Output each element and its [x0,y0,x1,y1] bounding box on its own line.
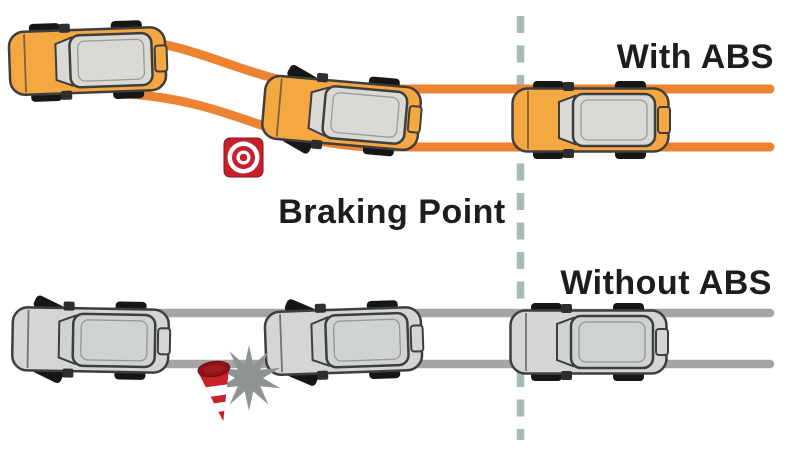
noabs-car-crashing [264,293,425,388]
abs-car-final [8,19,168,102]
target-marker-icon [223,137,264,178]
noabs-car-braking [511,303,669,381]
abs-path-lower [123,89,775,152]
without-abs-label: Without ABS [560,264,772,302]
crash-burst-icon [217,345,281,411]
with-abs-label: With ABS [616,38,774,76]
braking-point-label: Braking Point [278,193,506,231]
abs-car-braking [513,81,671,159]
traffic-cone-icon [197,360,238,422]
noabs-car-stopped [12,294,171,387]
